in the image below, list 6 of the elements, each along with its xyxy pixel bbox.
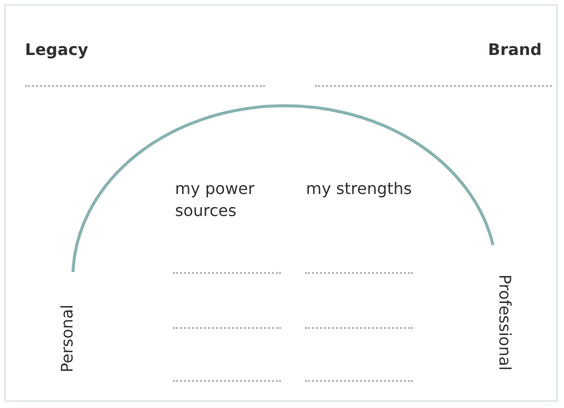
axis-label: Professional [496, 274, 515, 370]
heading: Brand [488, 40, 542, 59]
column-heading: my power sources [175, 178, 256, 222]
column-heading: my strengths [306, 178, 413, 200]
axis-label: Personal [58, 304, 76, 372]
heading: Legacy [25, 40, 88, 59]
